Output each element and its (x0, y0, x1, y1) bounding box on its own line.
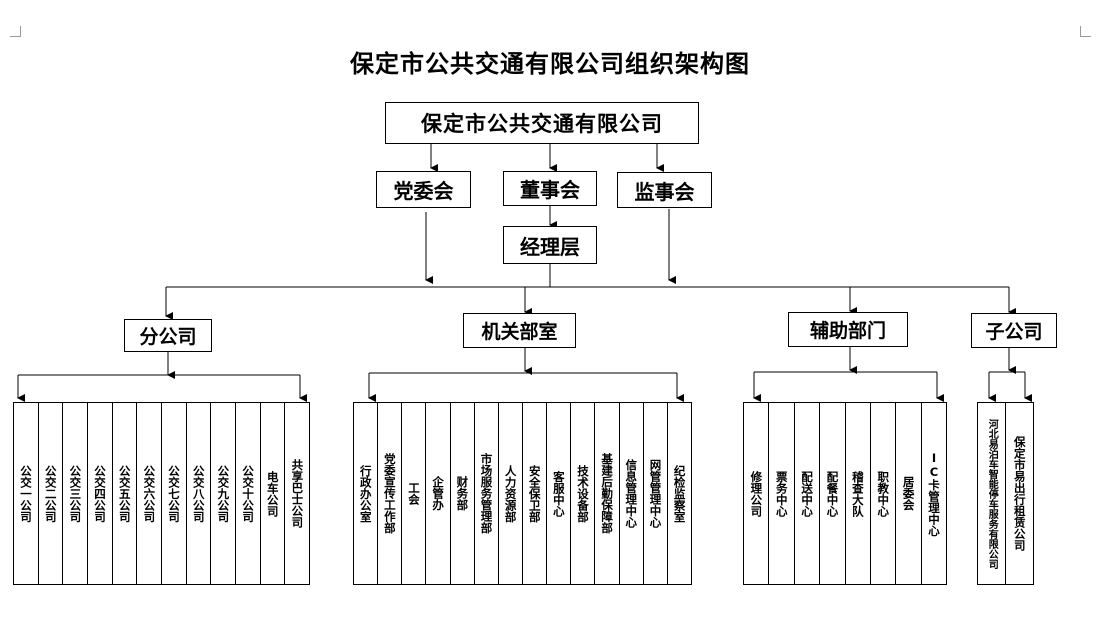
list-item: 网管管理中心 (644, 403, 668, 584)
list-item: 信息管理中心 (620, 403, 644, 584)
list-item: 党委宣传工作部 (378, 403, 403, 584)
list-item: 企管办 (426, 403, 451, 584)
list-item: 公交三公司 (63, 403, 89, 584)
list-item: 配送中心 (795, 403, 821, 584)
list-item: 工会 (402, 403, 427, 584)
list-item: 票务中心 (769, 403, 795, 584)
list-item: 公交四公司 (88, 403, 113, 584)
list-item: 人力资源部 (499, 403, 523, 584)
group-branch-companies: 分公司 (124, 319, 212, 352)
corner-mark-top-right (1080, 26, 1091, 37)
list-item: 行政办公室 (354, 403, 379, 584)
list-item: 安全保卫部 (523, 403, 548, 584)
list-item: 技术设备部 (571, 403, 596, 584)
auxiliary-departments-row: 修理公司 票务中心 配送中心 配餐中心 稽查大队 职教中心 居委会 IC卡管理中… (743, 402, 947, 585)
list-item: 纪检监察室 (672, 464, 687, 523)
list-item: IC卡管理中心 (927, 450, 941, 537)
node-board: 董事会 (503, 171, 597, 206)
list-item: 公交五公司 (113, 403, 138, 584)
list-item: 基建后勤保障部 (595, 403, 620, 584)
list-item: 公交九公司 (211, 403, 237, 584)
node-management: 经理层 (503, 226, 597, 264)
corner-mark-top-left (10, 26, 21, 37)
list-item: 公交十公司 (236, 403, 261, 584)
chart-title: 保定市公共交通有限公司组织架构图 (350, 50, 750, 78)
office-departments-row: 行政办公室 党委宣传工作部 工会 企管办 财务部 市场服务管理部 人力资源部 安… (353, 402, 692, 585)
list-item: 公交一公司 (14, 403, 39, 584)
node-supervisory-board: 监事会 (617, 172, 712, 208)
group-auxiliary-departments: 辅助部门 (788, 312, 908, 347)
list-item: 客服中心 (547, 403, 572, 584)
list-item: 市场服务管理部 (475, 403, 499, 584)
list-item: 公交八公司 (187, 403, 212, 584)
list-item: 共享巴士公司 (290, 459, 305, 528)
list-item: 配餐中心 (820, 403, 846, 584)
list-item: 公交六公司 (137, 403, 163, 584)
list-item: 公交七公司 (162, 403, 187, 584)
group-office-departments: 机关部室 (463, 313, 576, 348)
list-item: 电车公司 (261, 403, 286, 584)
node-party-committee: 党委会 (376, 171, 471, 208)
list-item: 职教中心 (871, 403, 897, 584)
list-item: 修理公司 (744, 403, 770, 584)
list-item: 稽查大队 (846, 403, 871, 584)
node-company: 保定市公共交通有限公司 (385, 102, 699, 144)
group-subsidiaries: 子公司 (971, 313, 1057, 348)
subsidiaries-row: 河北易泊车智能停车服务有限公司 保定市易出行租赁公司 (977, 402, 1034, 585)
list-item: 河北易泊车智能停车服务有限公司 (978, 403, 1006, 584)
list-item: 公交二公司 (39, 403, 64, 584)
list-item: 保定市易出行租赁公司 (1012, 436, 1027, 551)
branch-companies-row: 公交一公司 公交二公司 公交三公司 公交四公司 公交五公司 公交六公司 公交七公… (13, 402, 310, 585)
list-item: 财务部 (451, 403, 475, 584)
list-item: 居委会 (896, 403, 922, 584)
